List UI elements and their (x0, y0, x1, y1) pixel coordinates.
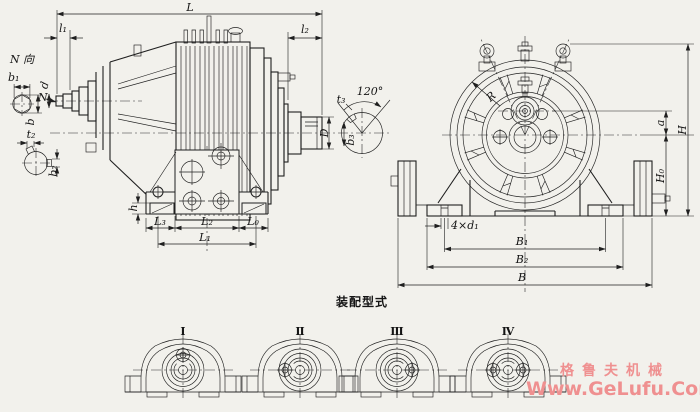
dim-label-l2: l₂ (301, 23, 309, 36)
dim-label-b2: b₂ (47, 165, 60, 176)
assembly-section: 装配型式 Ⅰ Ⅱ Ⅲ Ⅳ (124, 294, 567, 401)
input-shaft-end-detail: N 向 b₁ b (8, 53, 42, 126)
wheel-rings (449, 59, 601, 211)
hub-and-input (492, 76, 558, 154)
assembly-type-2-label: Ⅱ (295, 325, 304, 338)
dim-label-4xd1: 4×d₁ (450, 219, 479, 232)
wheel-spokes (464, 74, 586, 196)
dim-label-H: H (676, 125, 689, 136)
dim-label-H0: H₀ (654, 168, 667, 184)
dim-label-120: 120° (357, 85, 384, 98)
view-label-n: N 向 (9, 53, 35, 66)
assembly-type-4: Ⅳ (449, 325, 567, 401)
output-shaft (287, 111, 323, 155)
dim-label-B2: B₂ (515, 253, 529, 266)
front-view-centerlines (442, 36, 640, 292)
watermark: 格鲁夫机械 Www.GeLufu.Com (526, 363, 700, 401)
assembly-type-3-label: Ⅲ (390, 325, 403, 338)
dim-label-b1: b₁ (8, 71, 19, 84)
dim-label-h: h (127, 204, 140, 211)
dim-label-B: B (517, 271, 526, 284)
front-view: R a H₀ H 4×d₁ B₁ B₂ B (390, 36, 694, 292)
dim-label-b3: b₃ (344, 134, 357, 145)
input-shaft (55, 80, 97, 122)
eyebolts-and-cap (478, 41, 572, 72)
watermark-url: Www.GeLufu.Com (526, 378, 700, 401)
dim-label-d: d (37, 80, 51, 90)
input-keyway-detail: t₂ b₂ (17, 128, 60, 178)
assembly-type-1-label: Ⅰ (180, 325, 185, 338)
watermark-brand: 格鲁夫机械 (560, 363, 670, 379)
dim-label-N: N (37, 91, 48, 104)
dim-label-L3: L₃ (153, 215, 166, 228)
assembly-title: 装配型式 (335, 294, 388, 309)
output-keyway-detail: 120° t₃ b₃ (337, 85, 391, 158)
assembly-type-1: Ⅰ (124, 325, 242, 401)
dim-label-b: b (24, 118, 37, 125)
side-view-dimensions (44, 10, 334, 248)
dim-label-t2: t₂ (27, 128, 36, 141)
dim-label-a: a (654, 120, 667, 127)
assembly-type-2: Ⅱ (241, 325, 359, 401)
front-view-dimensions (397, 43, 694, 288)
bell-housing (85, 41, 177, 199)
side-view-centerlines (48, 100, 390, 252)
dim-label-L: L (185, 1, 193, 14)
dim-label-L1: L₁ (198, 231, 211, 244)
dim-label-L0: L₀ (246, 215, 259, 228)
dim-label-t3: t₃ (337, 93, 346, 106)
assembly-type-4-label: Ⅳ (502, 325, 515, 338)
radius-callout: R (471, 81, 501, 107)
side-view: L l₁ l₂ D h L₃ L₂ L₀ L₁ N d (37, 1, 390, 252)
dim-label-L2: L₂ (200, 215, 213, 228)
dim-label-D: D (318, 128, 331, 138)
base-foot (145, 143, 269, 215)
pedestal-base (390, 160, 671, 217)
dim-label-l1: l₁ (59, 22, 67, 35)
assembly-type-3: Ⅲ (338, 325, 456, 401)
dim-label-B1: B₁ (515, 235, 529, 248)
